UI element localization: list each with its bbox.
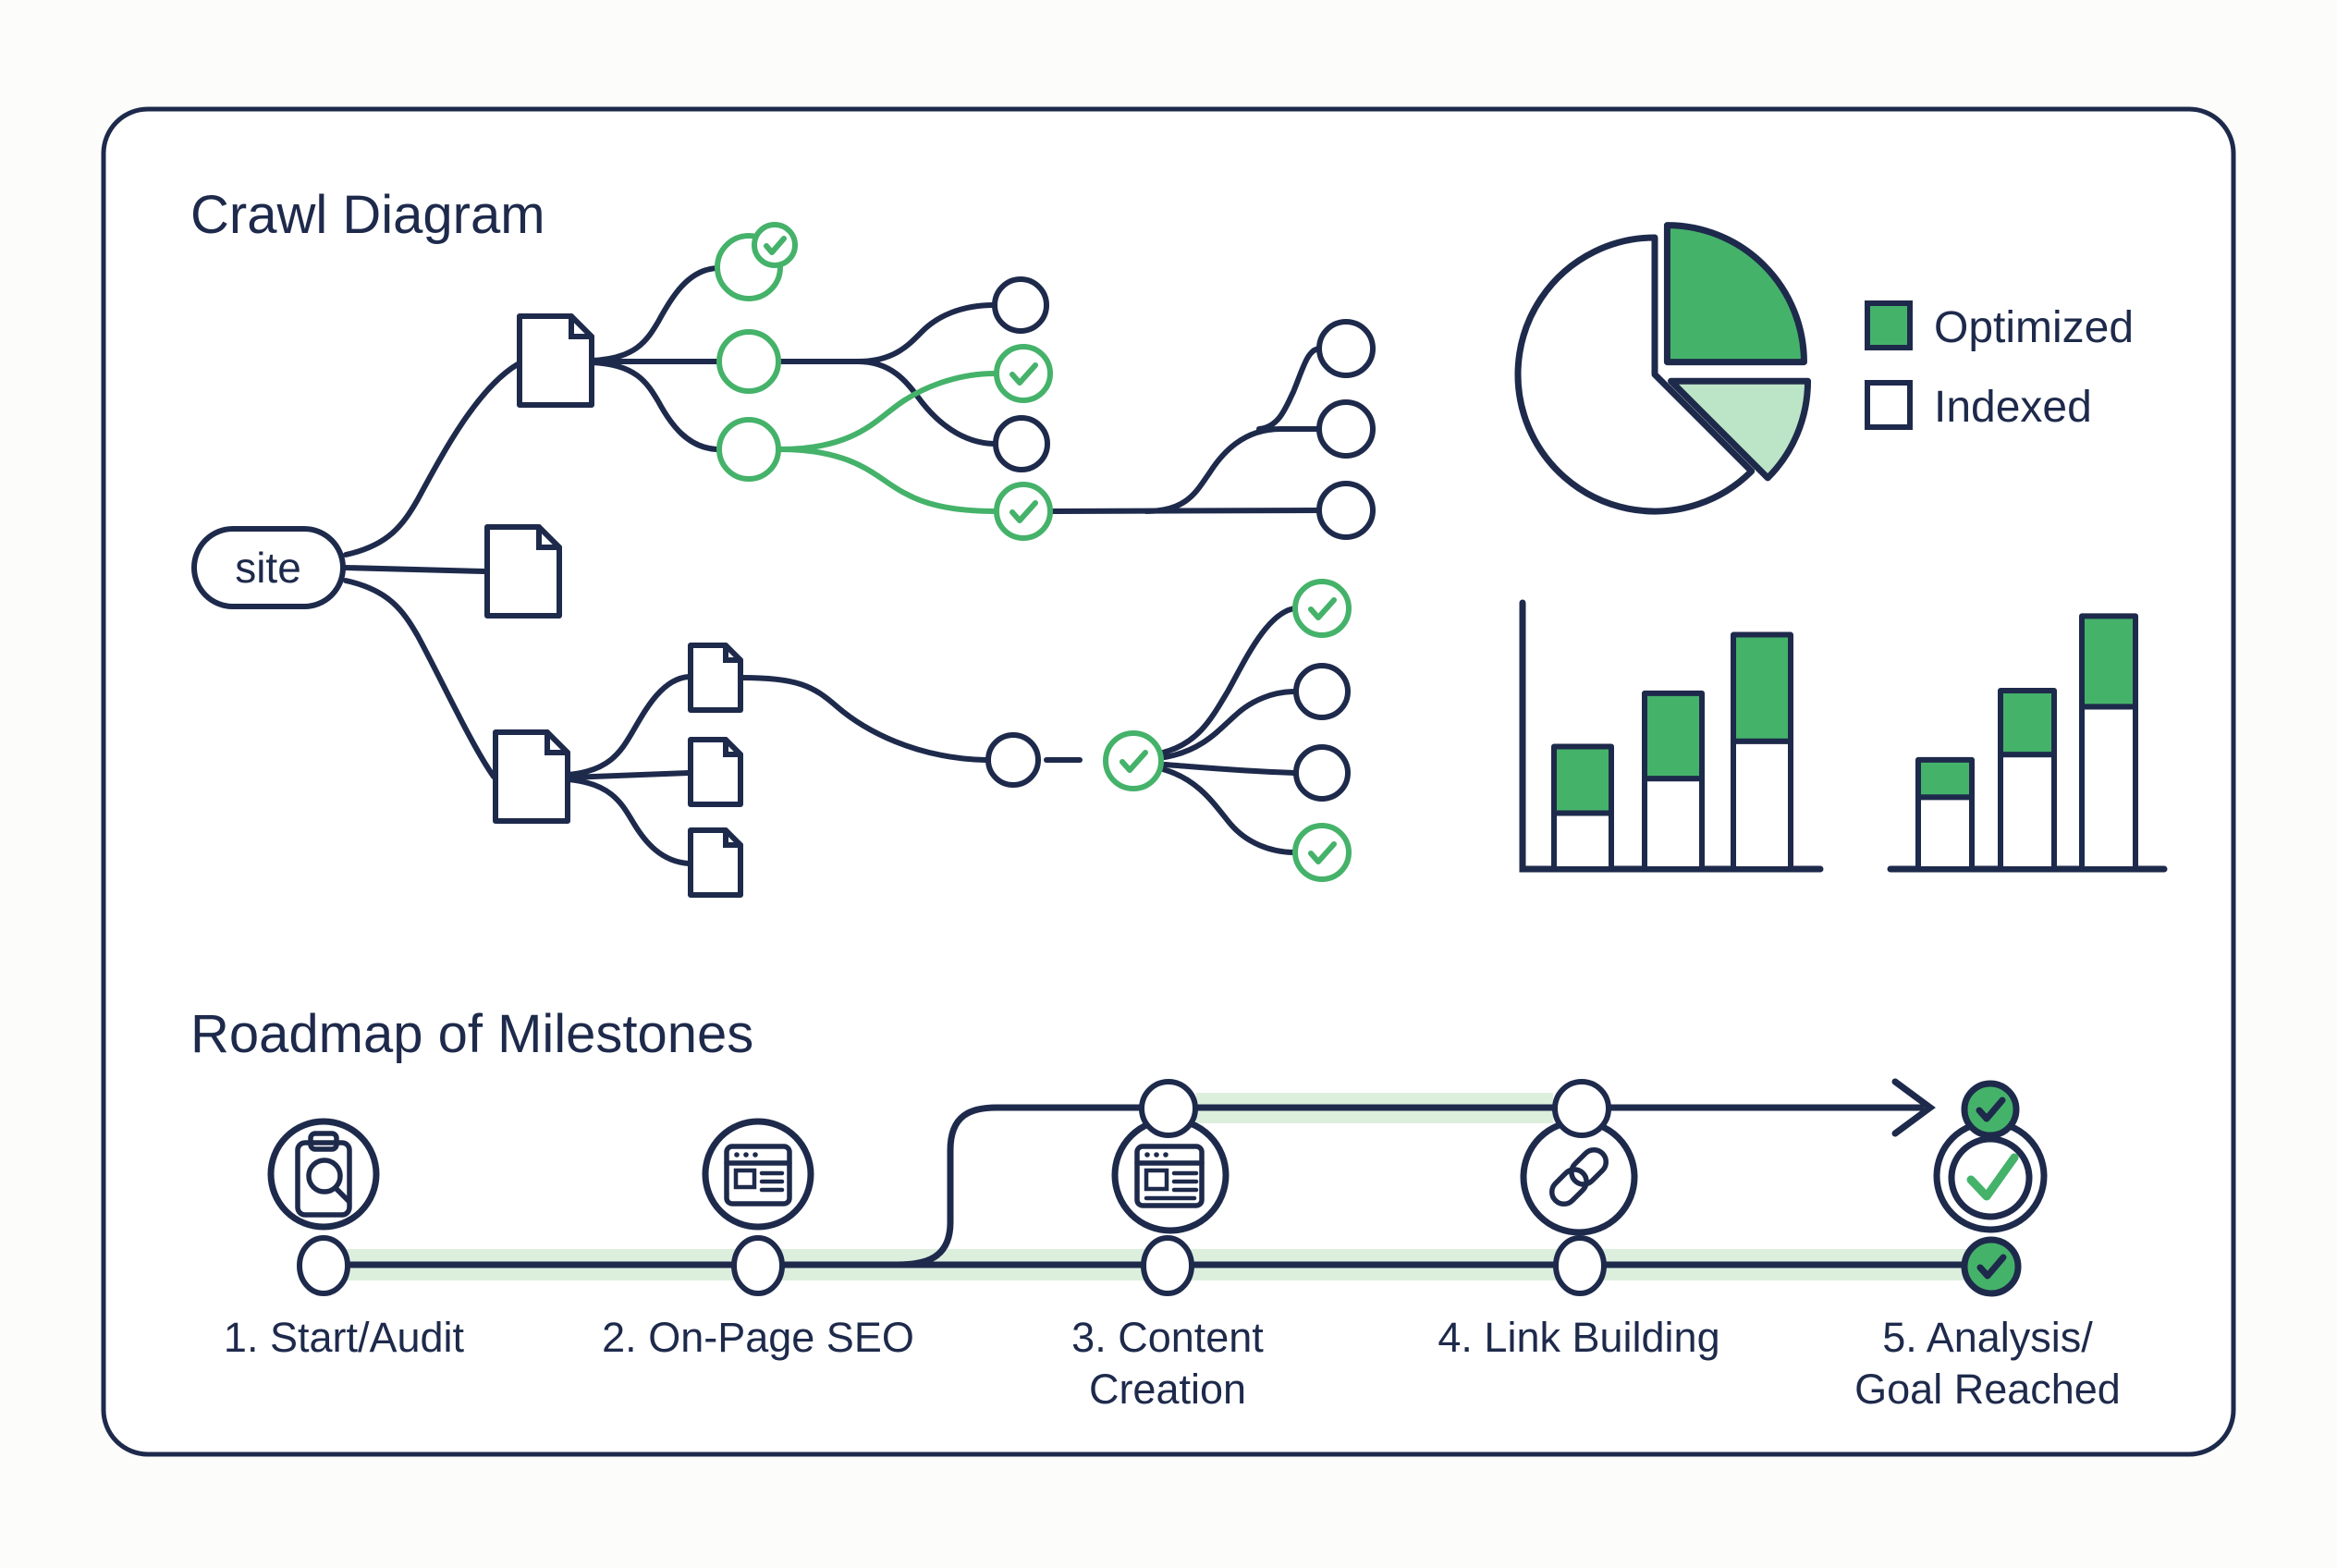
- crawl-node: [1293, 663, 1351, 720]
- content-page-icon: [1134, 1144, 1205, 1208]
- timeline-node-4: [1553, 1235, 1607, 1296]
- crawl-node: [1316, 481, 1376, 540]
- milestone-icon-circle: [1520, 1118, 1638, 1236]
- timeline-node-1: [297, 1235, 350, 1296]
- crawl-diagram-title: Crawl Diagram: [190, 185, 545, 245]
- goal-check-icon: [1966, 1153, 2019, 1201]
- check-circle-icon: [1292, 579, 1352, 638]
- bar-segment-optimized: [1551, 743, 1614, 816]
- bar-chart-left-axes: [1519, 599, 1824, 873]
- bar-segment-optimized: [1915, 756, 1975, 801]
- crawl-tree: site: [191, 222, 1376, 898]
- crawl-node: [1316, 399, 1376, 459]
- crawl-node: [993, 415, 1050, 472]
- pie-slice: [1668, 377, 1812, 482]
- legend-swatch-indexed: [1865, 380, 1913, 430]
- check-badge-icon: [752, 222, 798, 268]
- bar-segment-indexed: [1915, 794, 1975, 872]
- check-circle-icon: [994, 344, 1053, 403]
- milestone-label-5: 5. Analysis/: [1882, 1314, 2093, 1361]
- legend-swatch-optimized: [1865, 300, 1913, 350]
- bar-segment-optimized: [1731, 631, 1793, 744]
- crawl-node: [992, 276, 1049, 334]
- roadmap-timeline: 1. Start/Audit 2. On-Page SEO 3. Content…: [224, 1078, 2121, 1413]
- timeline-upper-node-4: [1552, 1079, 1611, 1138]
- document-icon: [493, 729, 570, 824]
- pie-chart: Optimized Indexed: [1514, 222, 2134, 515]
- timeline-node-5-check: [1961, 1236, 2022, 1297]
- bar-segment-optimized: [1642, 690, 1705, 782]
- bar-segment-indexed: [1731, 738, 1793, 873]
- pie-slices: [1514, 222, 1812, 515]
- bar-segment-indexed: [1998, 752, 2057, 872]
- bar-chart-left-bars: [1551, 631, 1793, 873]
- document-icon: [688, 643, 743, 713]
- check-circle-icon: [994, 482, 1053, 541]
- roadmap-title: Roadmap of Milestones: [190, 1004, 753, 1064]
- timeline-node-2: [731, 1235, 785, 1296]
- document-icon: [688, 827, 743, 898]
- bar-segment-indexed: [1551, 810, 1614, 873]
- milestone-icon-circle: [267, 1118, 380, 1231]
- crawl-node: [1316, 319, 1376, 378]
- tree-connectors: [343, 265, 1322, 866]
- timeline-upper-node-5-check: [1961, 1080, 2020, 1139]
- crawl-node-green: [716, 329, 781, 394]
- clipboard-search-icon: [295, 1131, 352, 1218]
- bar-chart-right-bars: [1915, 613, 2138, 872]
- pie-slice: [1514, 234, 1756, 515]
- pie-legend: Optimized Indexed: [1865, 300, 2134, 432]
- milestone-icon-circle: [702, 1118, 814, 1231]
- site-label: site: [235, 544, 301, 592]
- site-root-node: site: [191, 526, 346, 609]
- document-icon: [688, 737, 743, 807]
- milestone-labels: 1. Start/Audit 2. On-Page SEO 3. Content…: [224, 1314, 2121, 1413]
- chain-link-icon: [1548, 1146, 1609, 1207]
- legend-label-indexed: Indexed: [1934, 383, 2092, 432]
- bar-chart-right: [1887, 613, 2168, 873]
- timeline-node-3: [1141, 1235, 1194, 1296]
- timeline-branch-connector: [893, 1104, 1000, 1268]
- crawl-node: [985, 732, 1041, 788]
- milestone-label-5b: Goal Reached: [1854, 1366, 2121, 1413]
- timeline-upper-node-3: [1139, 1079, 1198, 1138]
- document-icon: [484, 524, 562, 619]
- crawl-node-green: [716, 417, 781, 482]
- milestone-label-3: 3. Content: [1071, 1314, 1264, 1361]
- crawl-node: [1293, 744, 1351, 802]
- bar-segment-indexed: [1642, 776, 1705, 873]
- milestone-label-3b: Creation: [1089, 1366, 1246, 1413]
- legend-label-optimized: Optimized: [1934, 303, 2134, 352]
- bar-segment-optimized: [2079, 613, 2138, 710]
- milestone-icon-circle: [1111, 1116, 1230, 1234]
- bar-segment-optimized: [1998, 688, 2057, 758]
- pie-slice: [1663, 222, 1807, 366]
- bar-chart-left: [1519, 599, 1824, 873]
- milestone-label-4: 4. Link Building: [1438, 1314, 1719, 1361]
- milestone-label-2: 2. On-Page SEO: [602, 1314, 914, 1361]
- arrow-head-icon: [1891, 1078, 1936, 1137]
- bar-segment-indexed: [2079, 704, 2138, 872]
- browser-window-icon: [724, 1144, 792, 1207]
- check-circle-icon: [1292, 823, 1352, 882]
- milestone-label-1: 1. Start/Audit: [224, 1314, 465, 1361]
- check-circle-icon: [1103, 730, 1164, 791]
- document-icon: [517, 313, 594, 408]
